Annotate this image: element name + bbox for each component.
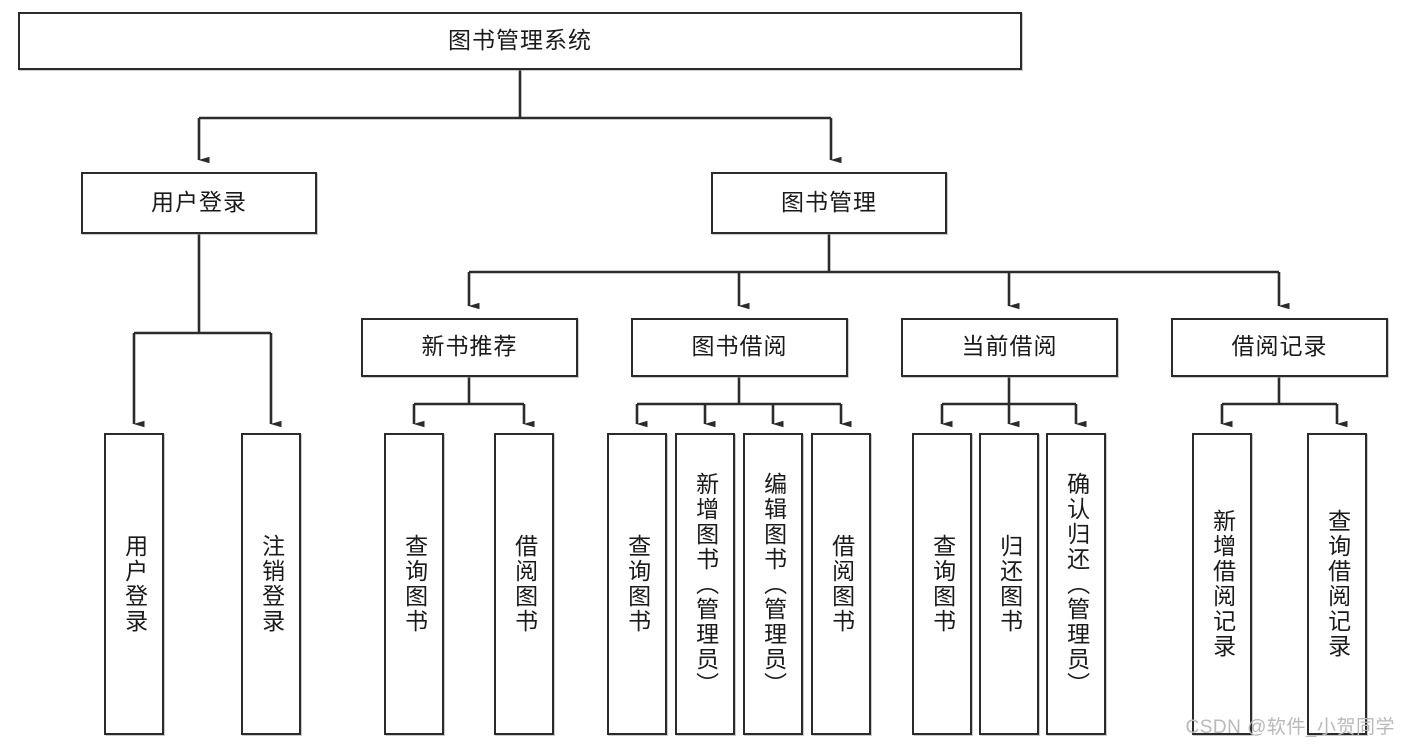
node-leaf-add-book[interactable]: 新增图书（管理员） [675,433,735,735]
node-label: 新增图书（管理员） [692,471,719,697]
node-leaf-logout-login[interactable]: 注销登录 [241,433,301,735]
node-leaf-query-book-2[interactable]: 查询图书 [607,433,667,735]
node-book-manage[interactable]: 图书管理 [711,172,947,234]
node-leaf-borrow-book-2[interactable]: 借阅图书 [811,433,871,735]
node-leaf-return-book[interactable]: 归还图书 [979,433,1039,735]
node-label: 当前借阅 [961,333,1058,359]
node-leaf-add-record[interactable]: 新增借阅记录 [1192,433,1252,735]
node-book-borrow[interactable]: 图书借阅 [631,318,848,377]
node-label: 查询图书 [624,534,651,634]
node-current-borrow[interactable]: 当前借阅 [901,318,1118,377]
node-leaf-query-record[interactable]: 查询借阅记录 [1307,433,1367,735]
node-leaf-borrow-book-1[interactable]: 借阅图书 [494,433,554,735]
node-leaf-query-book-1[interactable]: 查询图书 [384,433,444,735]
node-label: 查询图书 [929,534,956,634]
node-leaf-user-login[interactable]: 用户登录 [104,433,164,735]
node-borrow-record[interactable]: 借阅记录 [1171,318,1388,377]
node-root-book-management-system[interactable]: 图书管理系统 [18,12,1022,70]
node-user-login[interactable]: 用户登录 [81,172,317,234]
node-label: 借阅图书 [511,534,538,634]
csdn-watermark: CSDN @软件_小贺同学 [1185,717,1395,738]
node-label: 新书推荐 [421,333,518,359]
node-leaf-query-book-3[interactable]: 查询图书 [912,433,972,735]
node-label: 新增借阅记录 [1209,509,1236,659]
node-label: 借阅记录 [1231,333,1328,359]
node-label: 用户登录 [151,188,247,215]
node-label: 查询借阅记录 [1324,509,1351,659]
node-label: 编辑图书（管理员） [760,471,787,697]
node-label: 用户登录 [121,534,148,634]
node-leaf-edit-book[interactable]: 编辑图书（管理员） [743,433,803,735]
node-label: 图书管理 [781,188,877,215]
node-label: 图书管理系统 [448,26,592,53]
node-leaf-confirm-return[interactable]: 确认归还（管理员） [1046,433,1106,735]
node-label: 归还图书 [996,534,1023,634]
node-label: 借阅图书 [828,534,855,634]
node-label: 确认归还（管理员） [1063,471,1090,697]
node-label: 注销登录 [258,534,285,634]
node-label: 查询图书 [401,534,428,634]
node-label: 图书借阅 [691,333,788,359]
node-new-book-recommend[interactable]: 新书推荐 [361,318,578,377]
